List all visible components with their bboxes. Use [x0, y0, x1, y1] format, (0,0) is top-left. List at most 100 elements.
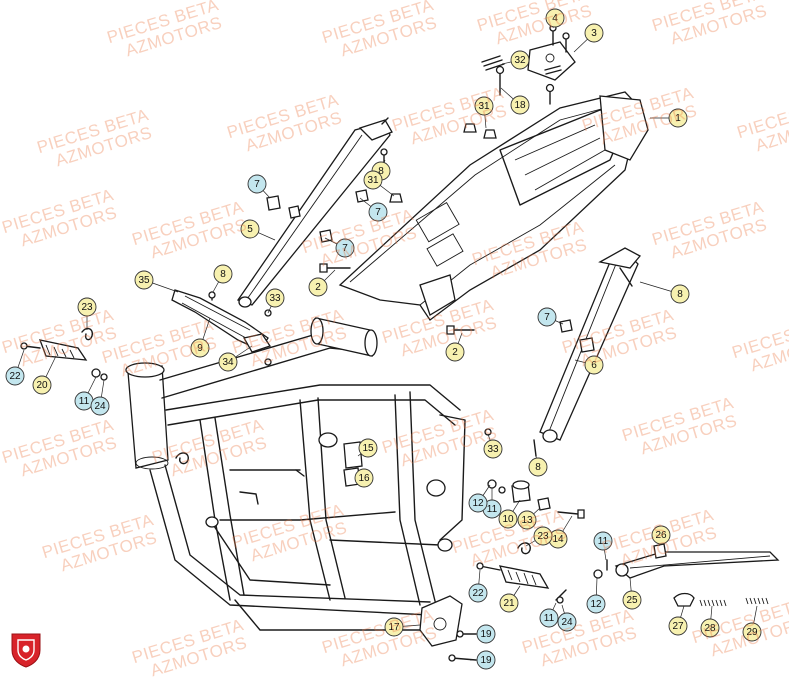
callout-circle [476, 624, 496, 644]
callout-circle [533, 526, 553, 546]
callout-label: 11 [544, 613, 555, 624]
callout-circle [32, 375, 52, 395]
callout-20: 20 [32, 375, 52, 395]
callout-19: 19 [476, 650, 496, 670]
callout-2: 2 [445, 342, 465, 362]
callout-circle [670, 284, 690, 304]
left-footpeg [20, 327, 108, 381]
callout-label: 12 [590, 599, 602, 610]
callout-circle [354, 468, 374, 488]
callout-circle [586, 594, 606, 614]
callout-circle [384, 617, 404, 637]
callout-circle [363, 170, 383, 190]
callout-11: 11 [539, 608, 559, 628]
callout-circle [368, 202, 388, 222]
callout-18: 18 [510, 95, 530, 115]
callout-circle [668, 108, 688, 128]
callout-29: 29 [742, 622, 762, 642]
callout-label: 7 [342, 243, 348, 254]
callout-7: 7 [335, 238, 355, 258]
callout-28: 28 [700, 618, 720, 638]
callout-circle [358, 438, 378, 458]
callout-label: 34 [222, 357, 234, 368]
callout-31: 31 [474, 96, 494, 116]
callout-label: 32 [514, 55, 526, 66]
callout-label: 13 [521, 515, 533, 526]
chain-guide [171, 289, 272, 353]
callout-circle [468, 493, 488, 513]
callout-3: 3 [584, 23, 604, 43]
callout-8: 8 [213, 264, 233, 284]
callout-label: 6 [591, 360, 597, 371]
callout-7: 7 [537, 307, 557, 327]
callout-circle [240, 219, 260, 239]
callout-11: 11 [593, 531, 613, 551]
callout-label: 3 [591, 28, 597, 39]
callout-circle [742, 622, 762, 642]
callout-badges: 1223456777788889101111111112121314151617… [5, 8, 762, 670]
left-subframe-strut [236, 117, 393, 308]
callout-25: 25 [622, 590, 642, 610]
callout-7: 7 [368, 202, 388, 222]
callout-14: 14 [548, 529, 568, 549]
callout-circle [213, 264, 233, 284]
callout-7: 7 [247, 174, 267, 194]
callout-label: 4 [552, 13, 558, 24]
callout-12: 12 [586, 594, 606, 614]
callout-circle [134, 270, 154, 290]
callout-circle [651, 525, 671, 545]
callout-label: 21 [503, 598, 515, 609]
callout-23: 23 [77, 297, 97, 317]
callout-27: 27 [668, 616, 688, 636]
callout-label: 18 [514, 100, 526, 111]
callout-33: 33 [483, 439, 503, 459]
callout-label: 23 [81, 302, 93, 313]
callout-5: 5 [240, 219, 260, 239]
callout-label: 2 [452, 347, 458, 358]
frame-clips [175, 358, 305, 505]
callout-circle [90, 396, 110, 416]
callout-label: 7 [254, 179, 260, 190]
callout-circle [5, 366, 25, 386]
callout-22: 22 [468, 583, 488, 603]
callout-label: 31 [478, 101, 490, 112]
right-footpeg [476, 542, 567, 604]
callout-label: 15 [362, 443, 374, 454]
callout-circle [557, 612, 577, 632]
callout-label: 11 [487, 504, 498, 515]
callout-label: 33 [487, 444, 499, 455]
callout-circle [498, 509, 518, 529]
rear-subframe [338, 91, 649, 321]
callout-label: 2 [315, 282, 321, 293]
callout-circle [190, 338, 210, 358]
callout-label: 22 [472, 588, 484, 599]
callout-label: 28 [704, 623, 716, 634]
callout-15: 15 [358, 438, 378, 458]
main-frame [125, 317, 466, 631]
callout-circle [668, 616, 688, 636]
callout-24: 24 [557, 612, 577, 632]
long-bolts [208, 263, 475, 335]
callout-label: 11 [598, 536, 609, 547]
callout-32: 32 [510, 50, 530, 70]
callout-label: 14 [552, 534, 564, 545]
callout-label: 8 [677, 289, 683, 300]
callout-19: 19 [476, 624, 496, 644]
lower-bracket [419, 595, 477, 662]
callout-label: 25 [626, 595, 638, 606]
callout-label: 24 [561, 617, 573, 628]
callout-label: 33 [269, 293, 281, 304]
callout-31: 31 [363, 170, 383, 190]
callout-label: 9 [197, 343, 203, 354]
callout-circle [77, 297, 97, 317]
callout-circle [545, 8, 565, 28]
callout-circle [483, 439, 503, 459]
callout-circle [584, 355, 604, 375]
callout-24: 24 [90, 396, 110, 416]
callout-6: 6 [584, 355, 604, 375]
callout-circle [468, 583, 488, 603]
callout-circle [593, 531, 613, 551]
callout-circle [510, 95, 530, 115]
callout-label: 24 [94, 401, 106, 412]
